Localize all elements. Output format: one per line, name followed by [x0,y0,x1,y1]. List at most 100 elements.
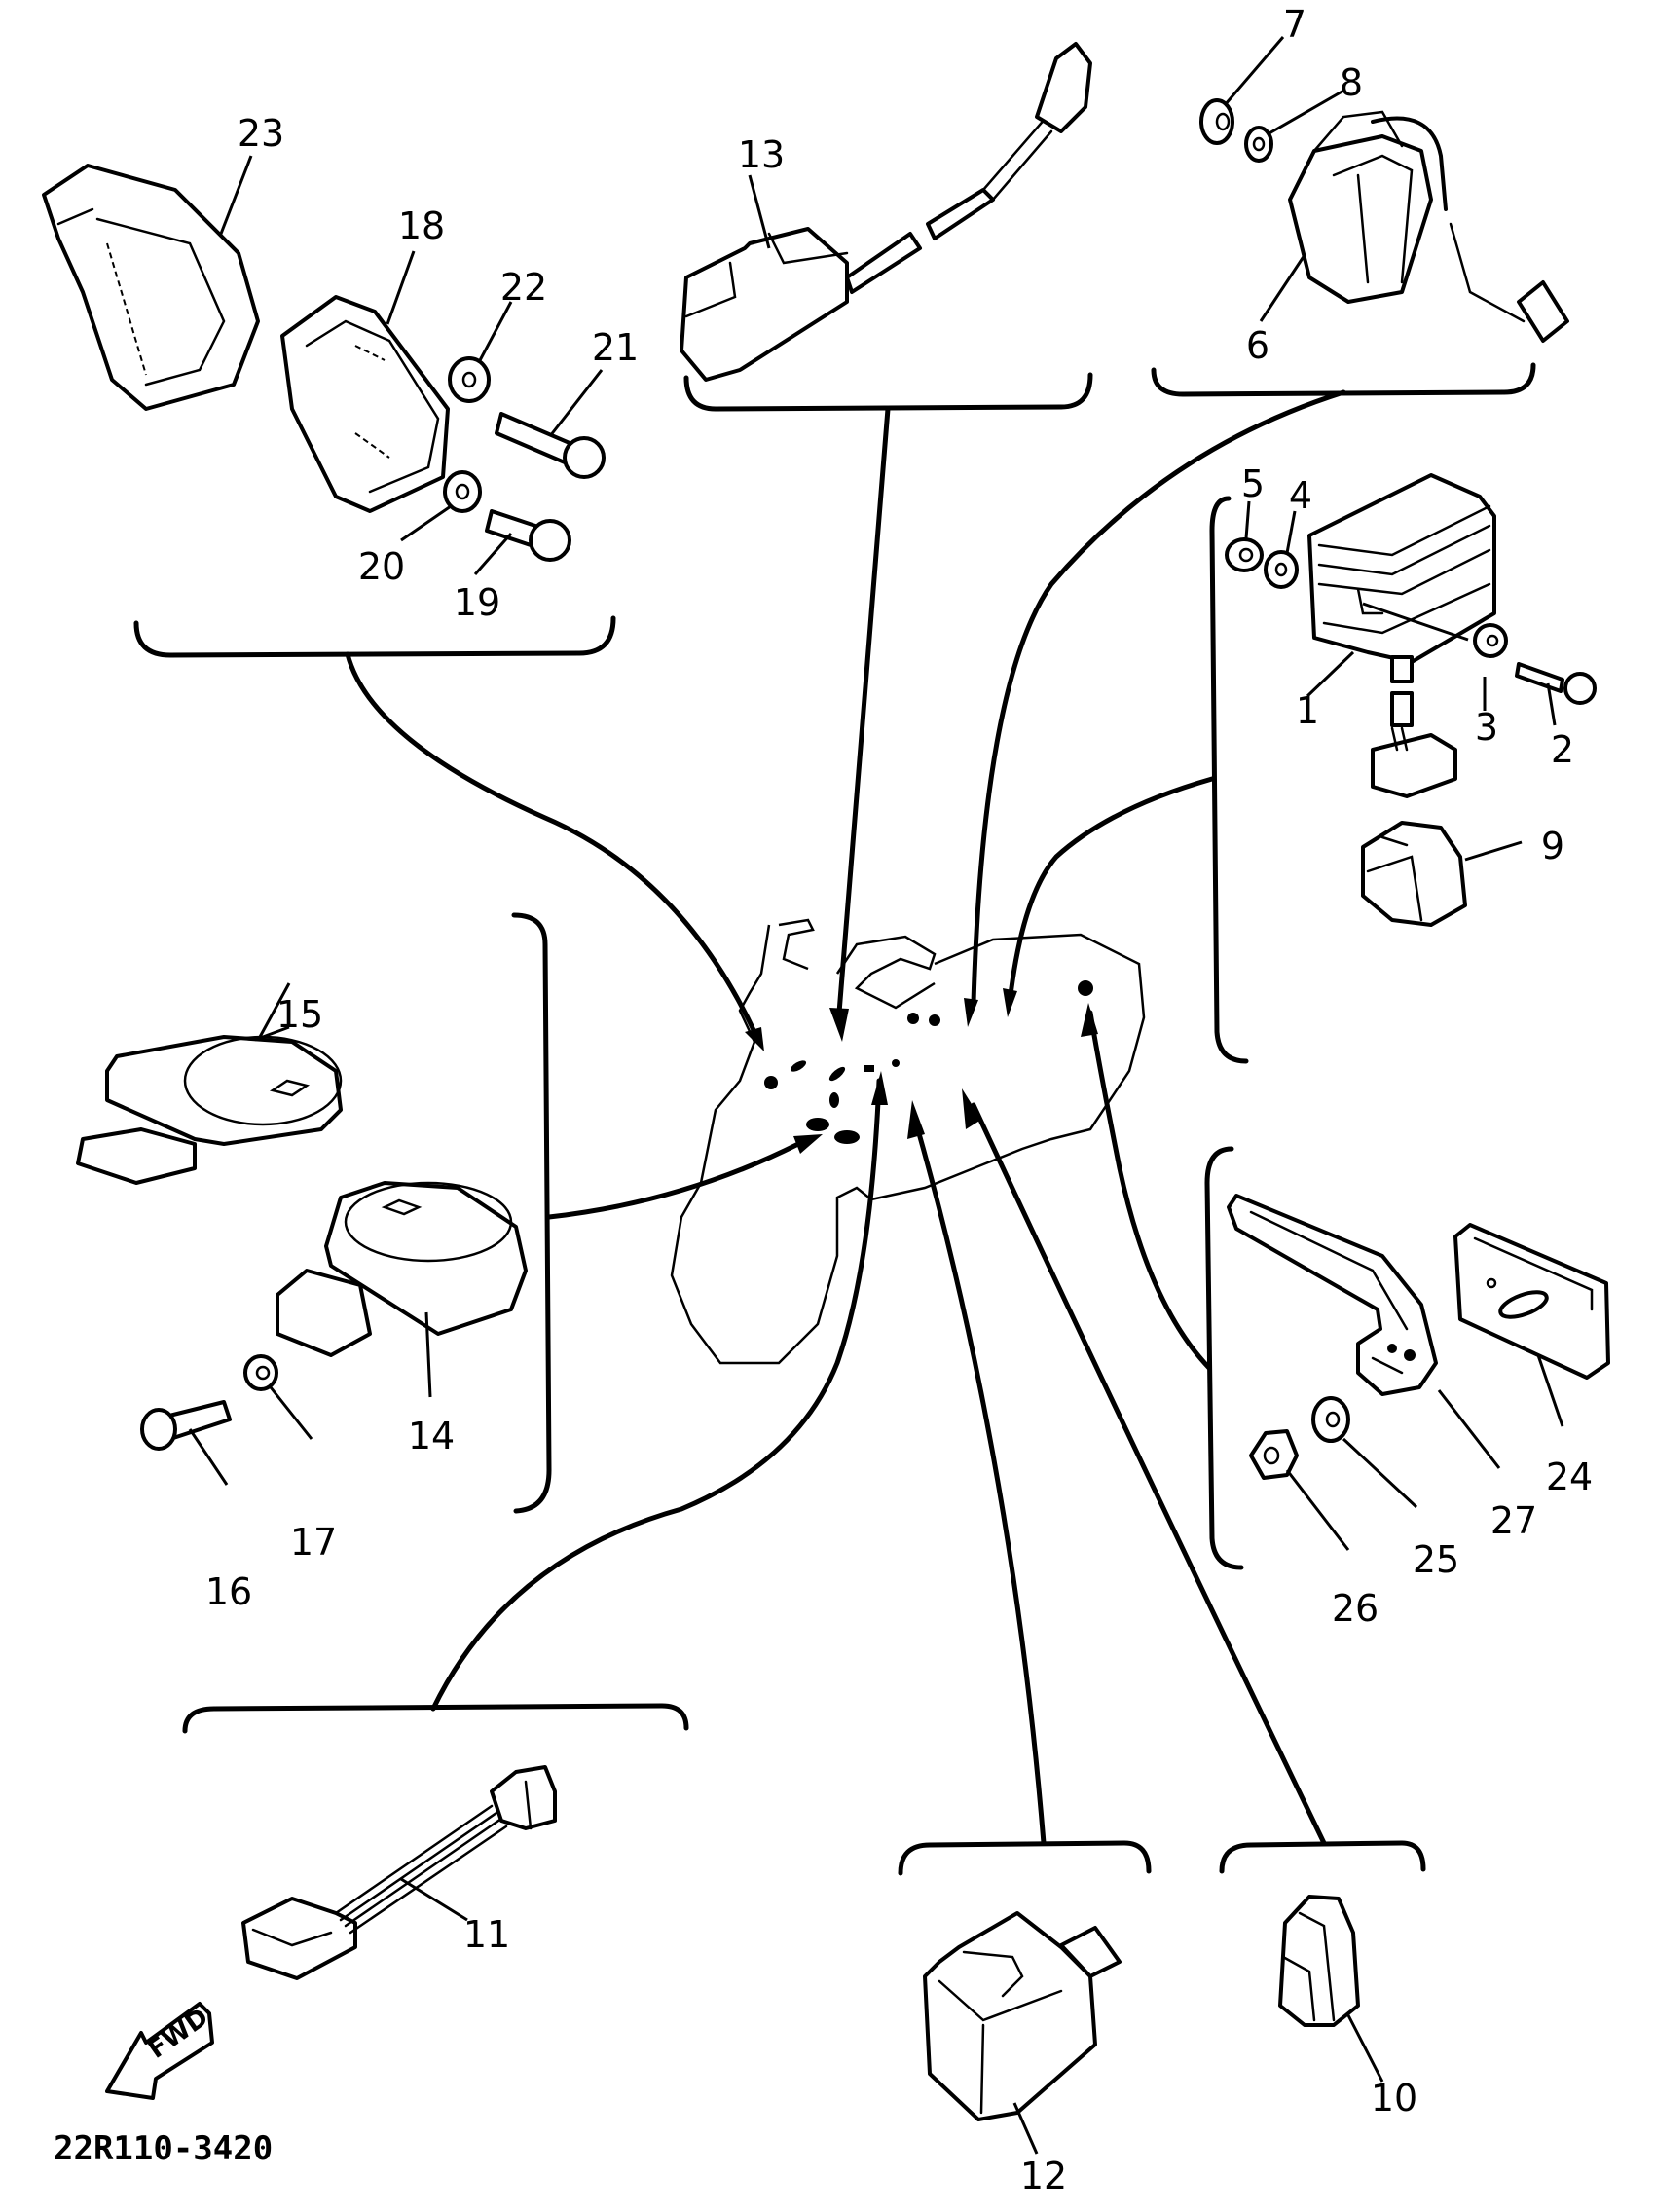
part-label-10: 10 [1371,2077,1417,2120]
leader-6 [1259,254,1306,322]
part-label-18: 18 [398,204,445,247]
part-label-1: 1 [1296,689,1319,732]
leader-24 [1536,1354,1564,1427]
washer-22 [448,356,491,403]
part-label-21: 21 [592,326,639,369]
leader-25 [1342,1437,1418,1509]
part-label-20: 20 [358,545,405,588]
horn-14 [276,1181,528,1357]
part-label-3: 3 [1475,706,1498,749]
leader-10 [1346,2014,1384,2083]
relay-6 [1288,110,1569,343]
connector-unit-11 [430,1078,882,1712]
leader-3a [1362,602,1469,642]
leader-23 [219,155,253,235]
part-label-8: 8 [1340,61,1363,104]
switch-9 [1361,821,1467,927]
part-label-2: 2 [1551,728,1574,771]
leader-11 [400,1877,468,1922]
harness-11 [241,1765,557,1980]
leader-13 [748,174,771,249]
leader-4 [1285,510,1297,554]
part-label-13: 13 [738,133,785,176]
connector-reflector-bracket [1087,1010,1212,1371]
connector-rear-reflector [345,651,757,1035]
screw-21 [495,412,606,479]
reflector-24 [1453,1223,1610,1380]
unit-10-group: 10 [1219,1840,1426,2120]
leader-17 [269,1386,313,1440]
unit-13 [680,42,1092,382]
frame-outline [670,918,1146,1365]
part-label-9: 9 [1541,825,1564,867]
part-label-6: 6 [1246,324,1269,367]
relay-6-group: 7 8 6 [1151,3,1569,397]
screw-2 [1515,662,1597,705]
connector-unit-12 [912,1117,1047,1846]
connector-lines [345,389,1346,1846]
washer-8 [1244,126,1273,163]
screw-19 [485,509,571,562]
leader-27 [1437,1389,1501,1469]
part-label-25: 25 [1413,1538,1459,1581]
part-label-24: 24 [1546,1456,1593,1498]
leader-2 [1546,682,1557,726]
connector-horns [546,1141,801,1220]
horn-15 [76,1035,343,1185]
leader-7 [1223,36,1285,106]
reflector-housing-23 [42,164,260,411]
part-label-16: 16 [205,1570,252,1613]
leader-5 [1244,500,1251,539]
leader-19 [473,533,513,575]
part-label-15: 15 [276,993,323,1036]
part-label-7: 7 [1283,3,1306,46]
rear-reflector-group: 23 18 22 21 20 19 [42,112,639,658]
part-label-23: 23 [238,112,284,155]
drawing-code: 22R110-3420 [54,2129,273,2168]
group-bracket-horns [511,912,552,1514]
leader-12 [1012,2102,1039,2155]
nut-17 [243,1354,278,1391]
leader-15b [258,982,291,1038]
group-bracket-unit-10 [1219,1840,1426,1874]
part-label-27: 27 [1490,1499,1537,1542]
bolt-16 [140,1400,232,1451]
part-label-17: 17 [290,1521,337,1564]
leader-16 [188,1428,229,1486]
leader-21 [548,369,604,437]
group-bracket-rectifier [1209,496,1249,1064]
part-label-5: 5 [1241,462,1265,505]
leader-1 [1306,650,1355,698]
nut-7 [1199,98,1234,145]
connector-rectifier [1007,776,1215,1006]
leader-22 [477,301,513,363]
part-label-4: 4 [1289,474,1312,517]
part-label-11: 11 [463,1913,510,1956]
group-bracket-rear-reflector [133,615,616,658]
nut-5 [1225,537,1264,572]
forward-direction-indicator: FWD [105,2002,214,2100]
leader-26 [1285,1469,1350,1551]
relay-12 [923,1911,1122,2121]
reflector-lens-18 [280,295,450,513]
connector-unit-10 [971,1102,1327,1846]
unit-11-group: 11 [182,1703,689,1980]
nut-26 [1249,1429,1299,1480]
reflector-bracket-group: 27 24 25 26 [1204,1146,1610,1630]
group-bracket-unit-11 [182,1703,689,1734]
rectifier-1 [1307,473,1496,798]
part-label-26: 26 [1332,1587,1379,1630]
switch-10 [1278,1895,1360,2027]
unit-12-group: 12 [898,1840,1152,2197]
group-bracket-unit-13 [683,372,1093,412]
group-bracket-unit-12 [898,1840,1152,1876]
connector-relay-6 [971,389,1346,1006]
connector-unit-13 [836,406,891,1015]
part-label-12: 12 [1020,2155,1067,2197]
washer-4 [1264,550,1299,589]
reflector-bracket-27 [1227,1194,1438,1396]
leader-8 [1267,88,1346,136]
washer-25 [1311,1396,1350,1443]
leader-9 [1464,840,1523,862]
